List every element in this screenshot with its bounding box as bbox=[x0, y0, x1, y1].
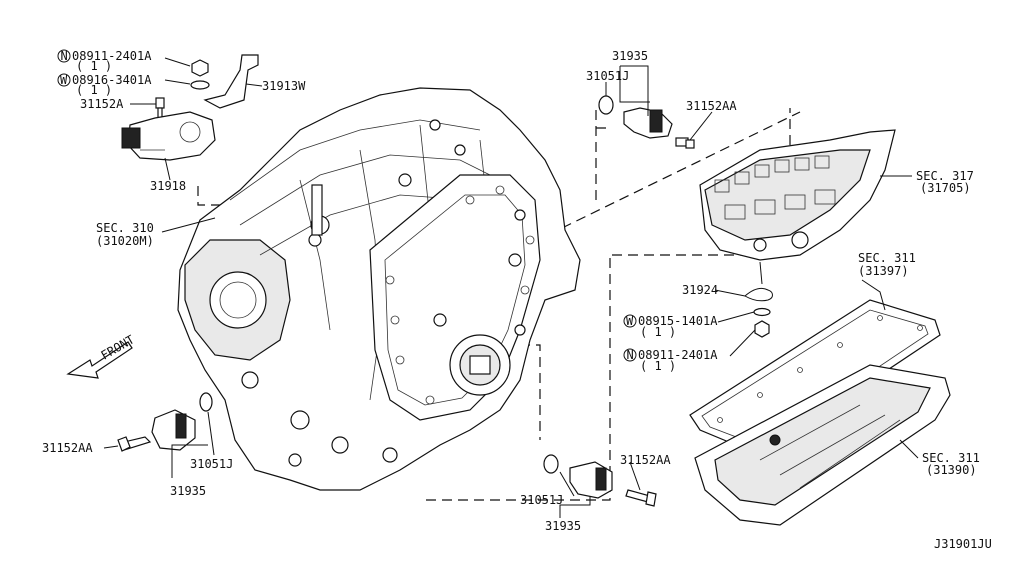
label-sec-310-ref: (31020M) bbox=[96, 234, 154, 248]
label-sec-311-top-ref: (31397) bbox=[858, 264, 909, 278]
qty-top-1: ( 1 ) bbox=[76, 59, 112, 73]
nut-symbol-letter: N bbox=[61, 49, 68, 63]
transmission-case bbox=[177, 87, 581, 491]
speed-sensor-top bbox=[598, 95, 695, 149]
qty-top-2: ( 1 ) bbox=[76, 83, 112, 97]
label-08916-3401A: 08916-3401A bbox=[72, 73, 152, 87]
callout-labels: N 08911-2401A ( 1 ) W 08916-3401A ( 1 ) … bbox=[42, 49, 992, 551]
label-31924: 31924 bbox=[682, 283, 718, 297]
nut-symbol-mid-icon bbox=[623, 348, 637, 362]
washer-symbol-letter: W bbox=[60, 73, 68, 87]
label-31051J-left: 31051J bbox=[190, 457, 233, 471]
washer-symbol-icon bbox=[57, 73, 71, 87]
qty-mid-1: ( 1 ) bbox=[640, 325, 676, 339]
label-31152AA-top: 31152AA bbox=[686, 99, 737, 113]
qty-mid-2: ( 1 ) bbox=[640, 359, 676, 373]
label-sec-310: SEC. 310 bbox=[96, 221, 154, 235]
front-direction-indicator: FRONT bbox=[66, 332, 137, 379]
label-31051J-bottom: 31051J bbox=[520, 493, 563, 507]
control-valve bbox=[699, 129, 896, 338]
inhibitor-switch-assembly bbox=[121, 54, 259, 161]
label-sec-311-bottom-ref: (31390) bbox=[926, 463, 977, 477]
leader-lines bbox=[103, 57, 919, 518]
label-sec-317: SEC. 317 bbox=[916, 169, 974, 183]
label-08915-1401A: 08915-1401A bbox=[638, 314, 718, 328]
label-08911-2401A-mid: 08911-2401A bbox=[638, 348, 718, 362]
label-31913W: 31913W bbox=[262, 79, 306, 93]
speed-sensor-bottom bbox=[543, 454, 657, 507]
label-sec-311-bottom: SEC. 311 bbox=[922, 451, 980, 465]
label-31051J-top: 31051J bbox=[586, 69, 629, 83]
label-31152AA-bottom: 31152AA bbox=[620, 453, 671, 467]
label-31152AA-left: 31152AA bbox=[42, 441, 93, 455]
label-31918: 31918 bbox=[150, 179, 186, 193]
label-31935-left: 31935 bbox=[170, 484, 206, 498]
diagram-id: J31901JU bbox=[934, 537, 992, 551]
washer-symbol-mid-letter: W bbox=[626, 314, 634, 328]
nut-symbol-mid-letter: N bbox=[627, 348, 634, 362]
label-31935-top: 31935 bbox=[612, 49, 648, 63]
oil-pan-assembly bbox=[689, 299, 951, 526]
speed-sensor-left bbox=[117, 392, 213, 452]
label-08911-2401A-top: 08911-2401A bbox=[72, 49, 152, 63]
washer-symbol-mid-icon bbox=[623, 314, 637, 328]
label-sec-317-ref: (31705) bbox=[920, 181, 971, 195]
label-sec-311-top: SEC. 311 bbox=[858, 251, 916, 265]
label-31935-bottom: 31935 bbox=[545, 519, 581, 533]
nut-symbol-icon bbox=[57, 49, 71, 63]
label-31152A: 31152A bbox=[80, 97, 124, 111]
